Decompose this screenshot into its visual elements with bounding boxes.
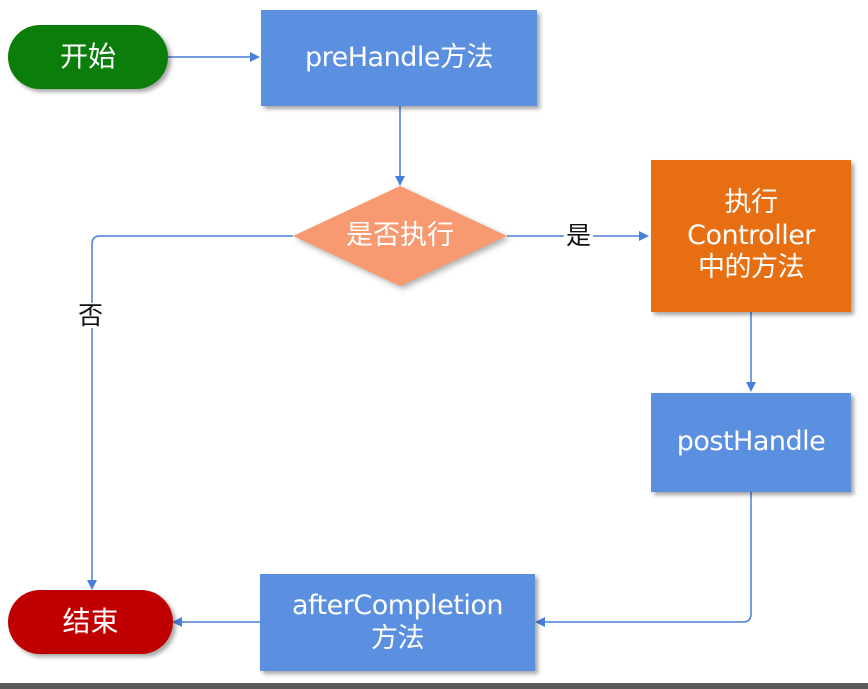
aftercompletion-label-line2: 方法: [371, 622, 425, 654]
decision-diamond: [293, 186, 507, 286]
decision-node: 是否执行: [293, 186, 507, 286]
edge-posthandle-to-aftercompletion: [535, 492, 752, 627]
end-label: 结束: [62, 605, 119, 639]
edge-label-yes: 是: [564, 221, 594, 250]
prehandle-label: preHandle方法: [305, 41, 493, 73]
end-node: 结束: [8, 590, 173, 654]
start-node: 开始: [8, 25, 168, 89]
controller-node: 执行 Controller 中的方法: [651, 160, 851, 312]
edge-decision-to-end: [87, 235, 293, 590]
posthandle-label: postHandle: [676, 426, 826, 458]
prehandle-node: preHandle方法: [261, 10, 537, 106]
aftercompletion-label-line1: afterCompletion: [291, 590, 504, 622]
controller-label-line2: Controller: [687, 219, 815, 251]
controller-label-line1: 执行: [724, 187, 779, 219]
aftercompletion-node: afterCompletion 方法: [260, 574, 535, 671]
decision-label: 是否执行: [346, 219, 454, 251]
bottom-edge-strip: [0, 683, 868, 689]
edge-label-no: 否: [76, 301, 106, 330]
posthandle-node: postHandle: [651, 393, 851, 492]
controller-label-line3: 中的方法: [698, 252, 805, 284]
start-label: 开始: [59, 40, 116, 74]
